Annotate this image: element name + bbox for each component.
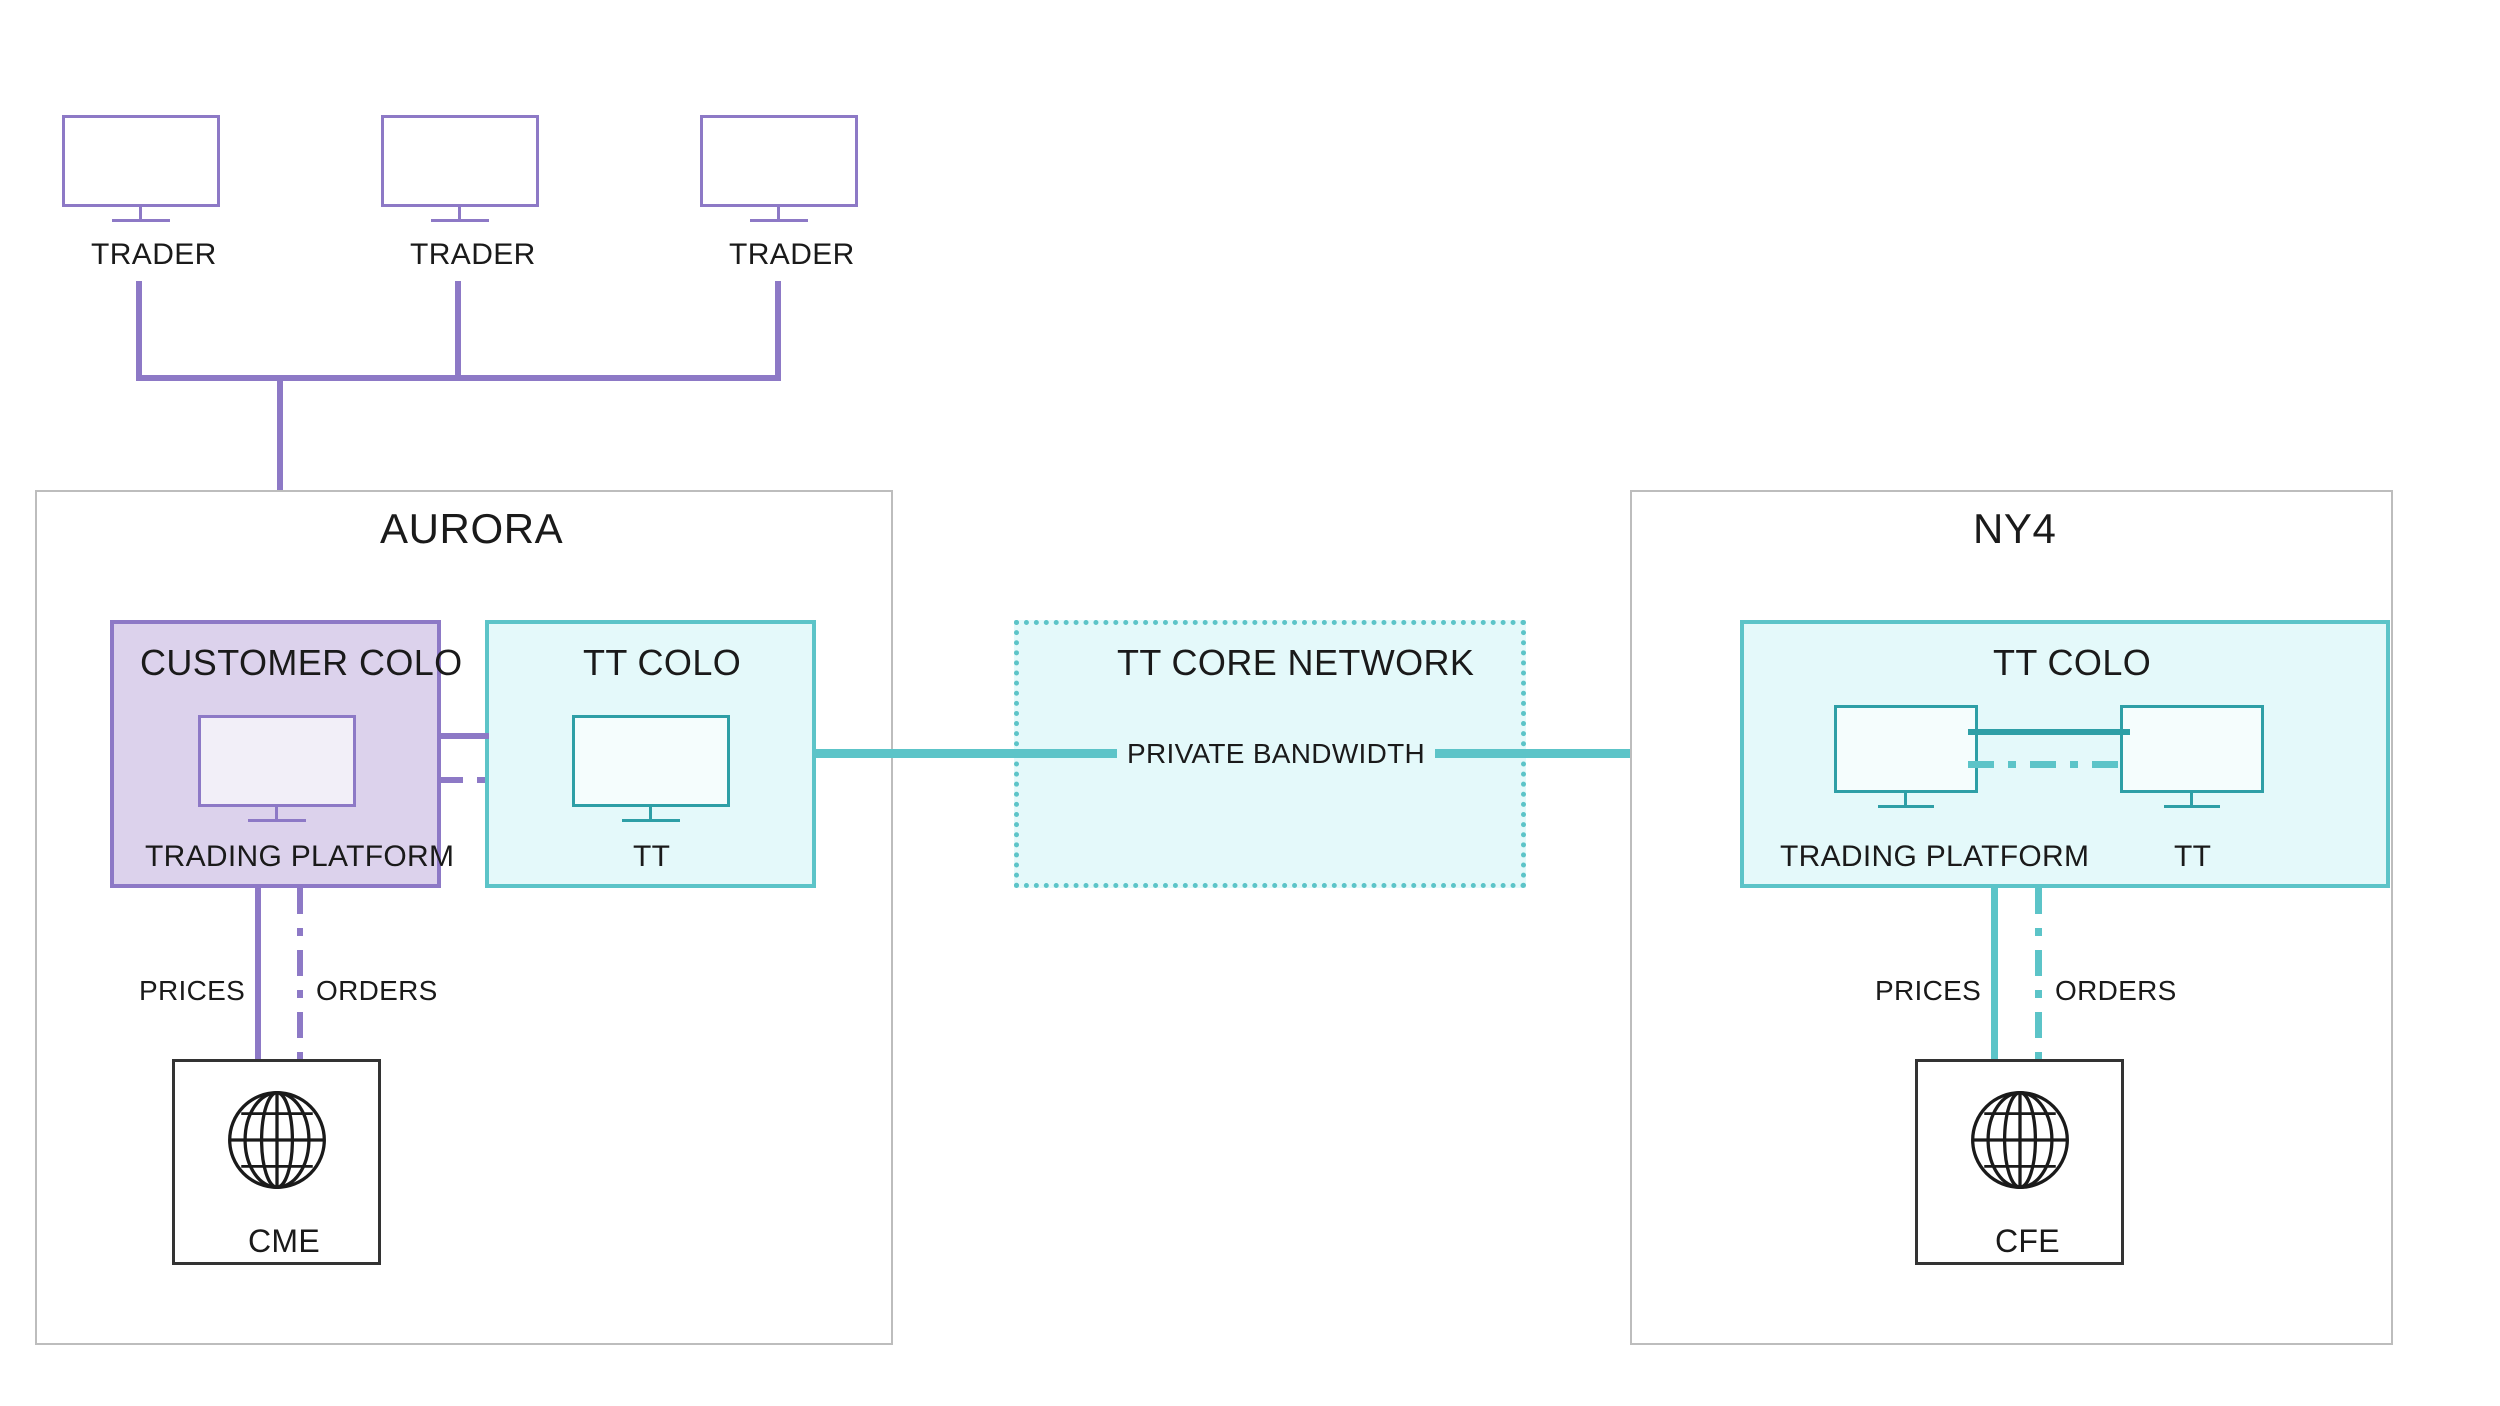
ny4-trading-platform-monitor-icon — [1834, 705, 1978, 808]
monitor-screen — [1834, 705, 1978, 793]
aurora-orders-line — [297, 888, 303, 1060]
monitor-neck — [275, 807, 278, 821]
trader-leg-2 — [455, 281, 461, 381]
monitor-base — [248, 819, 306, 822]
customer-colo-monitor-icon — [198, 715, 356, 822]
monitor-neck — [139, 207, 142, 221]
aurora-prices-line — [255, 888, 261, 1060]
ny4-tt-node-label: TT — [2174, 840, 2212, 873]
globe-icon-cme — [228, 1091, 326, 1189]
trader-bus — [136, 375, 781, 381]
monitor-base — [2164, 805, 2220, 808]
monitor-base — [1878, 805, 1934, 808]
ny4-trading-platform-label: TRADING PLATFORM — [1780, 840, 2090, 873]
monitor-neck — [458, 207, 461, 221]
monitor-screen — [572, 715, 730, 807]
monitor-base — [431, 219, 489, 222]
monitor-neck — [649, 807, 652, 821]
monitor-screen — [198, 715, 356, 807]
private-bandwidth-link-left — [812, 749, 1117, 758]
customer-colo-title: CUSTOMER COLO — [140, 642, 463, 683]
ny4-orders-label: ORDERS — [2055, 975, 2177, 1006]
customer-colo-box[interactable] — [110, 620, 441, 888]
aurora-tt-colo-box[interactable] — [485, 620, 816, 888]
trader-leg-3 — [775, 281, 781, 381]
site-title-ny4: NY4 — [1973, 505, 2057, 552]
ny4-internal-link-solid — [1968, 729, 2130, 735]
ny4-internal-link-dashdot — [1968, 761, 2130, 768]
site-title-aurora: AURORA — [380, 505, 564, 552]
exchange-label-cme: CME — [248, 1223, 321, 1259]
customer-colo-node-label: TRADING PLATFORM — [145, 840, 455, 873]
aurora-tt-node-label: TT — [633, 840, 671, 873]
trader-label-3: TRADER — [729, 238, 855, 271]
trader-monitor-2 — [381, 115, 539, 222]
exchange-label-cfe: CFE — [1995, 1223, 2060, 1259]
monitor-neck — [777, 207, 780, 221]
ny4-prices-line — [1991, 888, 1998, 1060]
monitor-base — [112, 219, 170, 222]
aurora-tt-colo-title: TT COLO — [583, 642, 742, 683]
monitor-neck — [2190, 793, 2193, 807]
trader-label-1: TRADER — [91, 238, 217, 271]
aurora-colo-link-solid — [437, 733, 489, 739]
trader-monitor-1 — [62, 115, 220, 222]
globe-icon-cfe — [1971, 1091, 2069, 1189]
trader-leg-1 — [136, 281, 142, 381]
monitor-base — [750, 219, 808, 222]
trader-label-2: TRADER — [410, 238, 536, 271]
monitor-screen — [700, 115, 858, 207]
tt-core-network-title: TT CORE NETWORK — [1117, 642, 1475, 683]
monitor-base — [622, 819, 680, 822]
monitor-neck — [1904, 793, 1907, 807]
private-bandwidth-label: PRIVATE BANDWIDTH — [1117, 740, 1436, 768]
aurora-tt-monitor-icon — [572, 715, 730, 822]
ny4-tt-colo-title: TT COLO — [1993, 642, 2152, 683]
monitor-screen — [2120, 705, 2264, 793]
aurora-colo-link-dashdot — [437, 777, 489, 783]
aurora-orders-label: ORDERS — [316, 975, 438, 1006]
ny4-orders-line — [2035, 888, 2042, 1060]
ny4-prices-label: PRICES — [1875, 975, 1982, 1006]
ny4-tt-monitor-icon — [2120, 705, 2264, 808]
aurora-prices-label: PRICES — [139, 975, 246, 1006]
trader-monitor-3 — [700, 115, 858, 222]
monitor-screen — [62, 115, 220, 207]
private-bandwidth-link-right — [1423, 749, 1744, 758]
site-container-aurora — [35, 490, 893, 1345]
monitor-screen — [381, 115, 539, 207]
